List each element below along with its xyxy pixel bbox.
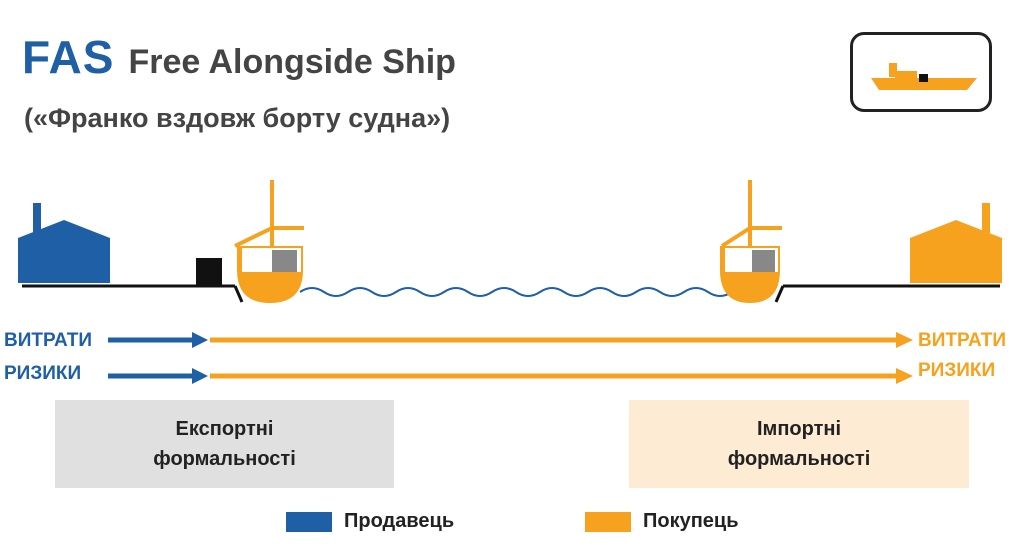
export-formalities-box: Експортні формальності [55, 400, 394, 488]
legend-seller-label: Продавець [344, 510, 455, 532]
costs-arrow [108, 332, 913, 348]
legend-buyer-swatch [585, 511, 631, 532]
origin-quay-edge [233, 285, 244, 303]
buyer-costs-label: ВИТРАТИ [918, 330, 1007, 351]
ship-icon [850, 32, 992, 112]
risks-arrow [108, 368, 913, 384]
ship-icon-cabin [895, 71, 917, 81]
buyer-risks-label: РИЗИКИ [918, 360, 996, 381]
page-title: FAS Free Alongside Ship [22, 30, 456, 84]
seller-factory-icon [18, 203, 110, 283]
goods-on-quay-icon [196, 258, 222, 286]
ship-icon-stack [889, 63, 897, 77]
export-formalities-label: Експортні формальності [153, 418, 296, 470]
import-formalities-label: Імпортні формальності [727, 418, 871, 470]
legend-seller-swatch [286, 511, 332, 532]
shipping-scene [18, 180, 1002, 384]
incoterm-abbreviation: FAS [22, 31, 115, 83]
origin-ship-icon [234, 180, 304, 303]
seller-risks-label: РИЗИКИ [4, 363, 82, 384]
ship-icon-cargo [919, 74, 928, 82]
buyer-factory-icon [910, 203, 1002, 283]
sea-waves [299, 287, 733, 297]
seller-costs-label: ВИТРАТИ [4, 330, 93, 351]
destination-quay-edge [774, 285, 785, 303]
destination-ship-icon [720, 180, 782, 303]
legend-buyer-label: Покупець [643, 510, 739, 532]
import-formalities-box: Імпортні формальності [629, 400, 969, 488]
legend-seller: Продавець [286, 510, 454, 533]
incoterm-translation: («Франко вздовж борту судна») [24, 103, 451, 133]
incoterm-full-name: Free Alongside Ship [128, 43, 456, 81]
ship-icon-hull [871, 78, 977, 90]
legend-buyer: Покупець [585, 510, 739, 533]
